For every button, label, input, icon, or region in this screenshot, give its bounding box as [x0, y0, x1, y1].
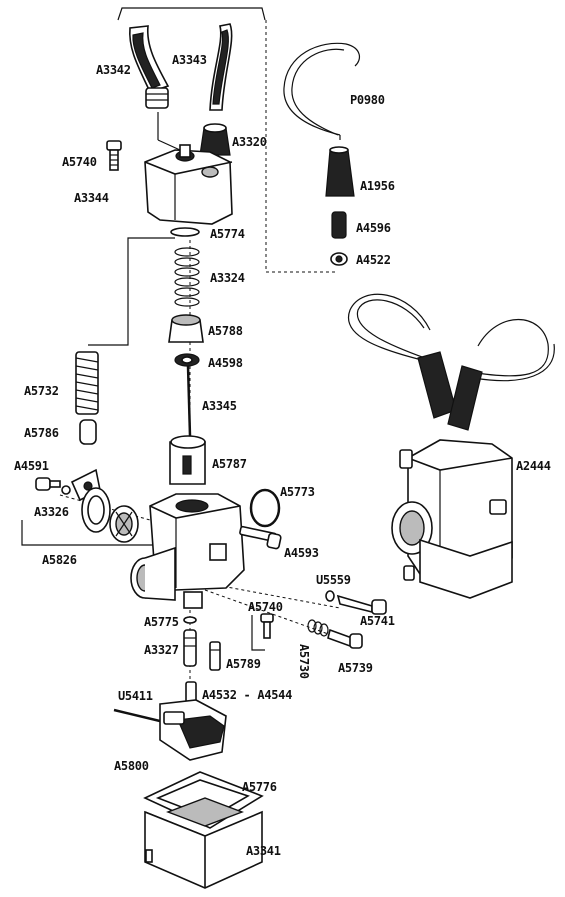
float-pin-u5411 [113, 708, 165, 724]
label-a3344: A3344 [74, 191, 109, 205]
clip-a4598 [174, 353, 200, 367]
label-a5740-mid: A5740 [248, 600, 283, 614]
label-a5732: A5732 [24, 384, 59, 398]
nut-a4522 [330, 252, 348, 266]
plunger-a5786 [79, 419, 97, 445]
label-a5741: A5741 [360, 614, 395, 628]
label-a3342: A3342 [96, 63, 131, 77]
label-a5773: A5773 [280, 485, 315, 499]
float-bowl-a3341 [144, 797, 263, 889]
spring-a3324 [174, 247, 200, 307]
label-a5800: A5800 [114, 759, 149, 773]
label-a3326: A3326 [34, 505, 69, 519]
label-a5739: A5739 [338, 661, 373, 675]
part-labels: A3342 A3343 P0980 A3320 A5740 A3344 A195… [14, 53, 551, 858]
jet-a5789 [209, 641, 221, 671]
label-a4522: A4522 [356, 253, 391, 267]
retainer-a5788 [168, 314, 204, 343]
assembled-carburetor [347, 293, 555, 599]
leader-lines [21, 7, 346, 760]
jet-a3327 [183, 629, 197, 667]
label-a3324: A3324 [210, 271, 245, 285]
screw-a4591 [35, 477, 71, 495]
label-a5775: A5775 [144, 615, 179, 629]
gasket-a5774 [170, 227, 200, 237]
wheel-a5826 [81, 487, 139, 543]
carburetor-body [130, 493, 245, 609]
label-a2444: A2444 [516, 459, 551, 473]
label-a3320: A3320 [232, 135, 267, 149]
label-a4593: A4593 [284, 546, 319, 560]
cable-adjuster-a3320 [199, 123, 231, 156]
label-a5789: A5789 [226, 657, 261, 671]
jet-a4532 [185, 681, 197, 703]
spring-a5730 [307, 619, 329, 637]
label-a3343: A3343 [172, 53, 207, 67]
screw-a5741 [336, 594, 387, 615]
label-a4598: A4598 [208, 356, 243, 370]
label-a5787: A5787 [212, 457, 247, 471]
throttle-cable [283, 42, 361, 140]
screw-a5739 [327, 628, 363, 649]
label-a5774: A5774 [210, 227, 245, 241]
label-a5786: A5786 [24, 426, 59, 440]
label-p0980: P0980 [350, 93, 385, 107]
cable-nipple-a1956 [325, 146, 355, 197]
screw-a5740-top [106, 140, 122, 171]
label-a4596: A4596 [356, 221, 391, 235]
screw-a4593 [239, 525, 282, 550]
screw-a4596 [331, 211, 347, 239]
label-a5788: A5788 [208, 324, 243, 338]
label-a3345: A3345 [202, 399, 237, 413]
label-a5776: A5776 [242, 780, 277, 794]
cable-tube-left [129, 25, 170, 109]
label-a4591: A4591 [14, 459, 49, 473]
needle-a3345 [186, 365, 192, 437]
slide-a5787 [169, 435, 206, 485]
label-a1956: A1956 [360, 179, 395, 193]
spring-a5732 [75, 351, 99, 415]
label-a5740-top: A5740 [62, 155, 97, 169]
label-a4532-range: A4532 - A4544 [202, 688, 292, 702]
label-a5730: A5730 [297, 644, 311, 679]
oring-u5559 [325, 590, 335, 602]
label-u5559: U5559 [316, 573, 351, 587]
gasket-a5773 [249, 488, 281, 528]
label-a3341: A3341 [246, 844, 281, 858]
cable-tube-right [209, 23, 233, 111]
label-u5411: U5411 [118, 689, 153, 703]
label-a5826: A5826 [42, 553, 77, 567]
washer-a5775 [183, 616, 197, 624]
screw-a5740-mid [260, 613, 274, 639]
carb-top-cap [144, 144, 233, 225]
label-a3327: A3327 [144, 643, 179, 657]
float-a5800 [159, 699, 227, 761]
